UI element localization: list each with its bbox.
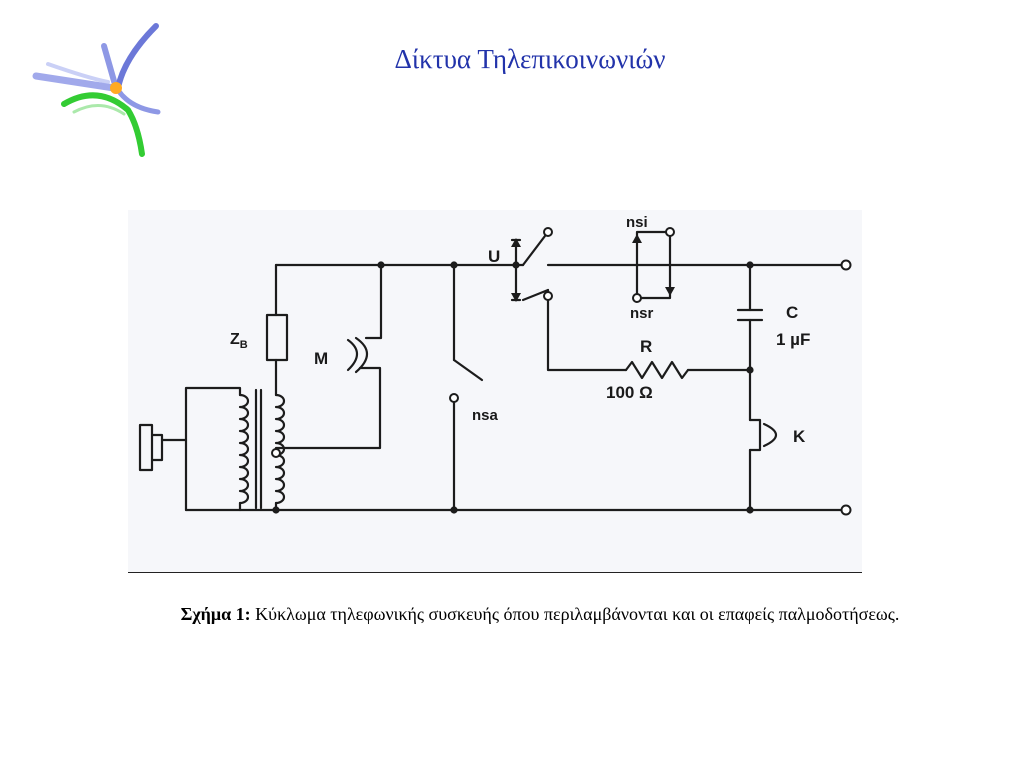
transformer-primary [238,393,250,505]
zb-resistor [265,313,289,362]
label-u: U [488,247,500,266]
slide-title: Δίκτυα Τηλεπικοινωνιών [394,44,666,74]
label-c-value: 1 µF [776,330,810,349]
u-switch-top [521,230,550,267]
microphone-symbol [346,336,369,374]
label-m: M [314,349,328,368]
transformer-secondary [274,393,286,505]
capacitor-c [736,308,764,322]
circuit-diagram: U nsi nsr C 1 µF R 100 Ω ZB M nsa K [138,214,852,516]
u-switch-bottom [521,288,550,302]
label-k: K [793,427,806,446]
figure-panel [128,210,862,572]
label-nsr: nsr [630,305,654,322]
figure-divider [128,572,862,573]
receiver-symbol [138,423,164,472]
nsi-nsr-contacts [635,230,672,300]
resistor-r [624,360,690,380]
nsa-switch [452,358,484,382]
caption-text: Κύκλωμα τηλεφωνικής συσκευής όπου περιλα… [250,604,900,624]
figure-caption: Σχήμα 1: Κύκλωμα τηλεφωνικής συσκευής όπ… [140,601,940,628]
label-zb: ZB [230,331,248,351]
label-nsi: nsi [626,214,648,231]
label-r-value: 100 Ω [606,383,653,402]
label-nsa: nsa [472,407,499,424]
k-button [748,418,762,452]
label-r: R [640,337,652,356]
logo-icon [32,23,161,157]
label-c: C [786,303,798,322]
caption-prefix: Σχήμα 1: [180,604,251,624]
